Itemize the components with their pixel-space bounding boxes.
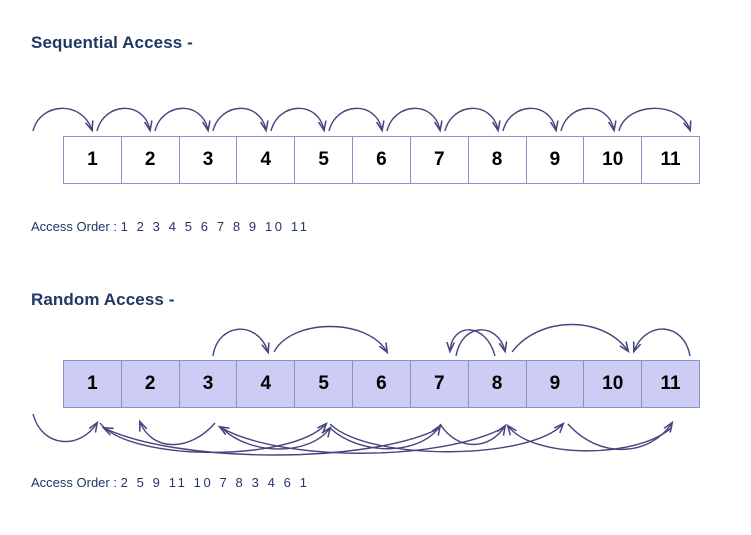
access-order-label: Access Order : [31,475,121,490]
random-access-array: 1 2 3 4 5 6 7 8 9 10 11 [63,360,700,408]
array-cell[interactable]: 2 [121,137,180,183]
random-access-order: Access Order : 2 5 9 11 10 7 8 3 4 6 1 [31,475,310,490]
array-cell[interactable]: 4 [237,361,296,407]
array-cell[interactable]: 3 [179,137,238,183]
sequential-access-title: Sequential Access - [31,33,193,52]
array-cell[interactable]: 8 [468,137,527,183]
array-cell[interactable]: 4 [237,137,296,183]
array-cell[interactable]: 5 [295,137,354,183]
array-cell[interactable]: 1 [64,361,122,407]
array-cell[interactable]: 11 [642,137,699,183]
array-cell[interactable]: 10 [584,137,643,183]
random-access-title: Random Access - [31,290,175,309]
array-cell[interactable]: 9 [526,137,585,183]
array-cell[interactable]: 6 [353,137,411,183]
access-order-label: Access Order : [31,219,121,234]
array-cell[interactable]: 3 [179,361,238,407]
array-cell[interactable]: 11 [642,361,699,407]
array-cell[interactable]: 8 [468,361,527,407]
access-order-values: 1 2 3 4 5 6 7 8 9 10 11 [120,219,310,234]
array-cell[interactable]: 7 [410,361,469,407]
array-cell[interactable]: 2 [121,361,180,407]
sequential-access-order: Access Order : 1 2 3 4 5 6 7 8 9 10 11 [31,219,310,234]
sequential-access-array: 1 2 3 4 5 6 7 8 9 10 11 [63,136,700,184]
array-cell[interactable]: 7 [410,137,469,183]
access-order-values: 2 5 9 11 10 7 8 3 4 6 1 [120,475,310,490]
array-cell[interactable]: 9 [526,361,585,407]
array-cell[interactable]: 1 [64,137,122,183]
array-cell[interactable]: 6 [353,361,411,407]
array-cell[interactable]: 10 [584,361,643,407]
array-cell[interactable]: 5 [295,361,354,407]
